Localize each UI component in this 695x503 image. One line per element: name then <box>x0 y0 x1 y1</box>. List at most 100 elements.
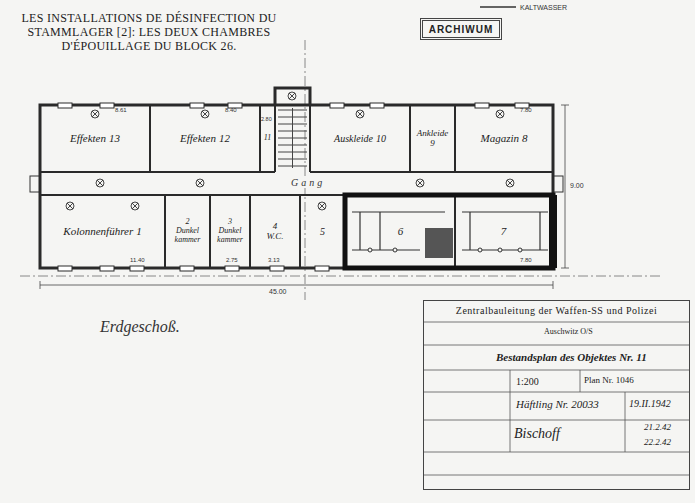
lamp <box>356 110 364 118</box>
title-block-field: Bestandsplan des Objektes Nr. 11 <box>496 351 647 363</box>
chamber-wall <box>345 195 553 268</box>
lamp-cross <box>132 203 138 209</box>
room-name: Dunkel kammer <box>167 227 208 245</box>
title-block-field: 21.2.42 <box>644 423 671 433</box>
dimension: 45.00 <box>268 288 288 296</box>
room-number: 10 <box>376 133 386 144</box>
room-box: 3Dunkel kammer <box>212 197 248 266</box>
lamp-cross <box>417 180 423 186</box>
room-box: Auskleide10 <box>312 107 408 170</box>
gas-chamber-box: 7 <box>457 198 550 265</box>
lamp-cross <box>289 93 295 99</box>
window <box>100 266 114 271</box>
lamp-ring <box>506 179 514 187</box>
floor-name: Erdgeschoß. <box>100 318 180 336</box>
room-number: 13 <box>109 132 120 144</box>
window <box>130 266 144 271</box>
lamp <box>96 179 104 187</box>
window <box>58 266 72 271</box>
lamp-ring <box>201 110 209 118</box>
room-number: 2 <box>186 218 190 227</box>
gas-chamber-box: 6 <box>348 198 453 265</box>
room-number: 9 <box>430 139 435 149</box>
fitting <box>518 248 522 252</box>
corridor-wall <box>40 172 553 195</box>
dimension: 2.80 <box>261 116 272 122</box>
room-name: Kolonnenführer <box>63 225 133 237</box>
room-number: 5 <box>320 226 325 237</box>
lamp-ring <box>356 110 364 118</box>
stair-bay <box>275 88 310 105</box>
fitting <box>368 248 372 252</box>
room-name: W.C. <box>266 232 283 242</box>
window <box>475 103 489 108</box>
title-block-field: Bischoff <box>514 426 560 441</box>
lamp-ring <box>91 110 99 118</box>
dimension: 8.40 <box>225 107 237 114</box>
heater <box>425 228 453 258</box>
room-number: 12 <box>219 132 230 144</box>
lamp-cross <box>357 111 363 117</box>
lamp <box>496 110 504 118</box>
room-box: Magazin8 <box>457 107 551 170</box>
legend-sample <box>480 3 516 11</box>
legend-item: KALTWASSER <box>480 3 567 11</box>
room-number: 1 <box>136 225 142 237</box>
dimension: 11.40 <box>130 257 145 264</box>
window <box>100 103 114 108</box>
room-name: Auskleide <box>334 133 373 144</box>
window <box>330 103 344 108</box>
lamp-ring <box>196 179 204 187</box>
room-name: Magazin <box>481 132 520 144</box>
room-box: Kolonnenführer1 <box>42 197 163 266</box>
dimension: 9.00 <box>570 182 584 190</box>
lamp <box>506 179 514 187</box>
staircase <box>278 108 307 168</box>
legend-line <box>480 6 516 8</box>
partition-wall <box>150 105 455 172</box>
lamp <box>318 202 326 210</box>
lamp-ring <box>131 202 139 210</box>
dimension-line <box>561 105 569 268</box>
title-block-grid <box>423 322 690 475</box>
room-box: Effekten13 <box>42 107 148 170</box>
window <box>190 103 204 108</box>
lamp <box>196 179 204 187</box>
lamp-ring <box>496 110 504 118</box>
title-block-field: 1:200 <box>516 376 539 387</box>
pipe <box>462 212 548 250</box>
window <box>180 266 194 271</box>
dimension: 3.13 <box>268 257 280 264</box>
room-box: 5 <box>302 197 343 266</box>
fitting <box>393 248 397 252</box>
corridor-name: Gang <box>290 177 326 188</box>
room-name: Ankleide <box>417 129 448 139</box>
lamp-cross <box>67 203 73 209</box>
lamp-ring <box>416 179 424 187</box>
room-number: 11 <box>264 134 271 143</box>
outer-wall <box>40 105 553 268</box>
lamp-cross <box>497 111 503 117</box>
lamp-ring <box>288 92 296 100</box>
window <box>58 103 72 108</box>
title-block-field: Auschwitz O/S <box>544 328 593 337</box>
lamp-ring <box>318 202 326 210</box>
lamp <box>416 179 424 187</box>
window <box>315 266 329 271</box>
title-block-field: 19.II.1942 <box>629 398 671 409</box>
room-number: 8 <box>522 132 528 144</box>
center-line <box>20 276 660 277</box>
title-block-field: Plan Nr. 1046 <box>584 376 634 386</box>
room-number: 4 <box>273 222 278 232</box>
chamber-wall <box>549 195 557 268</box>
stamp-text: ARCHIWUM <box>429 24 494 35</box>
windows <box>58 103 529 271</box>
fitting <box>478 248 482 252</box>
room-box: Ankleide9 <box>412 107 453 170</box>
dimension: 7.80 <box>520 107 532 114</box>
room-number: 3 <box>228 218 232 227</box>
plan-title: LES INSTALLATIONS DE DÉSINFECTION DU STA… <box>8 12 290 53</box>
title-block-field: Zentralbauleitung der Waffen-SS und Poli… <box>424 305 689 316</box>
